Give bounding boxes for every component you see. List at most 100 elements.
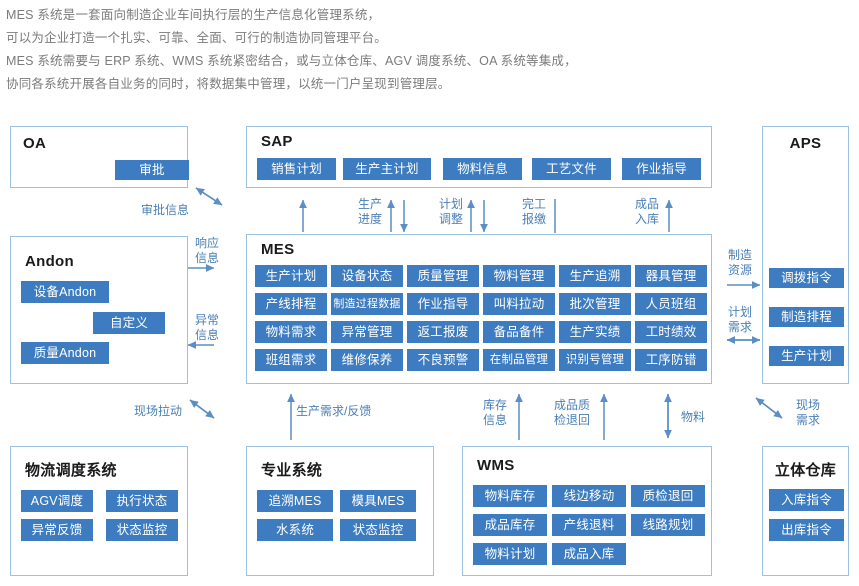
label-stock-info-line1: 库存 (482, 398, 507, 412)
label-site-pull: 现场拉动 (133, 404, 182, 418)
label-fg-inspect-return-line1: 成品质 (553, 398, 590, 412)
chip-mes-20[interactable]: 不良预警 (407, 349, 479, 371)
label-response-info-line1: 响应 (194, 236, 219, 250)
box-aps[interactable]: APS 调拨指令 制造排程 生产计划 (762, 126, 849, 384)
chip-mes-2[interactable]: 质量管理 (407, 265, 479, 287)
label-finished-inbound-line2: 入库 (634, 212, 659, 226)
box-wms-title: WMS (477, 457, 515, 474)
chip-warehouse-1[interactable]: 出库指令 (769, 519, 844, 541)
label-plan-adjust-line1: 计划 (438, 197, 463, 211)
chip-mes-9[interactable]: 叫料拉动 (483, 293, 555, 315)
label-production-progress-line1: 生产 (357, 197, 382, 211)
box-oa-title: OA (23, 135, 47, 152)
box-warehouse[interactable]: 立体仓库 入库指令 出库指令 (762, 446, 849, 576)
chip-mes-3[interactable]: 物料管理 (483, 265, 555, 287)
label-site-demand-line1: 现场 (795, 398, 820, 412)
chip-professional-3[interactable]: 状态监控 (340, 519, 416, 541)
box-professional-title: 专业系统 (261, 462, 323, 479)
chip-logistics-1[interactable]: 执行状态 (106, 490, 178, 512)
box-aps-title: APS (789, 135, 822, 152)
chip-wms-7[interactable]: 成品入库 (552, 543, 626, 565)
label-production-demand-feedback: 生产需求/反馈 (296, 404, 372, 418)
label-fg-inspect-return-line2: 检退回 (553, 413, 590, 427)
chip-aps-2[interactable]: 生产计划 (769, 346, 844, 366)
chip-mes-10[interactable]: 批次管理 (559, 293, 631, 315)
chip-wms-2[interactable]: 质检退回 (631, 485, 705, 507)
box-andon-title: Andon (25, 253, 74, 270)
chip-mes-0[interactable]: 生产计划 (255, 265, 327, 287)
chip-sap-1[interactable]: 生产主计划 (343, 158, 431, 180)
label-finished-inbound-line1: 成品 (634, 197, 659, 211)
chip-logistics-3[interactable]: 状态监控 (106, 519, 178, 541)
label-manufacture-resource-line1: 制造 (727, 248, 752, 262)
box-professional[interactable]: 专业系统 追溯MES 模具MES 水系统 状态监控 (246, 446, 434, 576)
chip-mes-19[interactable]: 维修保养 (331, 349, 403, 371)
chip-mes-4[interactable]: 生产追溯 (559, 265, 631, 287)
chip-wms-5[interactable]: 线路规划 (631, 514, 705, 536)
chip-wms-3[interactable]: 成品库存 (473, 514, 547, 536)
chip-wms-1[interactable]: 线边移动 (552, 485, 626, 507)
box-oa[interactable]: OA 审批 (10, 126, 189, 188)
chip-wms-6[interactable]: 物料计划 (473, 543, 547, 565)
chip-mes-12[interactable]: 物料需求 (255, 321, 327, 343)
chip-wms-4[interactable]: 产线退料 (552, 514, 626, 536)
chip-mes-11[interactable]: 人员班组 (635, 293, 707, 315)
box-mes[interactable]: MES 生产计划 设备状态 质量管理 物料管理 生产追溯 器具管理 产线排程 制… (246, 234, 712, 384)
chip-oa-0[interactable]: 审批 (115, 160, 189, 180)
intro-line-1: MES 系统是一套面向制造企业车间执行层的生产信息化管理系统， (6, 8, 381, 22)
chip-andon-2[interactable]: 质量Andon (21, 342, 109, 364)
label-plan-demand-line1: 计划 (727, 305, 752, 319)
label-stock-info-line2: 信息 (482, 413, 507, 427)
chip-andon-1[interactable]: 自定义 (93, 312, 165, 334)
chip-mes-22[interactable]: 识别号管理 (559, 349, 631, 371)
box-warehouse-title: 立体仓库 (774, 462, 837, 479)
label-production-progress-line2: 进度 (357, 212, 382, 226)
chip-mes-21[interactable]: 在制品管理 (483, 349, 555, 371)
chip-mes-6[interactable]: 产线排程 (255, 293, 327, 315)
chip-mes-17[interactable]: 工时绩效 (635, 321, 707, 343)
intro-line-4: 协同各系统开展各自业务的同时，将数据集中管理，以统一门户呈现到管理层。 (6, 77, 451, 91)
chip-mes-14[interactable]: 返工报废 (407, 321, 479, 343)
chip-sap-4[interactable]: 作业指导 (622, 158, 701, 180)
box-logistics[interactable]: 物流调度系统 AGV调度 执行状态 异常反馈 状态监控 (10, 446, 188, 576)
label-plan-adjust-line2: 调整 (438, 212, 463, 226)
chip-aps-0[interactable]: 调拨指令 (769, 268, 844, 288)
label-site-demand-line2: 需求 (795, 413, 820, 427)
label-material: 物料 (680, 410, 705, 424)
box-sap[interactable]: SAP 销售计划 生产主计划 物料信息 工艺文件 作业指导 (246, 126, 712, 188)
label-finish-report-line2: 报缴 (521, 212, 546, 226)
label-abnormal-info-line1: 异常 (194, 313, 219, 327)
chip-sap-2[interactable]: 物料信息 (443, 158, 522, 180)
chip-aps-1[interactable]: 制造排程 (769, 307, 844, 327)
label-abnormal-info-line2: 信息 (194, 328, 219, 342)
chip-sap-0[interactable]: 销售计划 (257, 158, 336, 180)
box-sap-title: SAP (261, 133, 293, 150)
chip-professional-1[interactable]: 模具MES (340, 490, 416, 512)
label-response-info-line2: 信息 (194, 251, 219, 265)
intro-line-2: 可以为企业打造一个扎实、可靠、全面、可行的制造协同管理平台。 (6, 31, 388, 45)
chip-logistics-0[interactable]: AGV调度 (21, 490, 93, 512)
chip-sap-3[interactable]: 工艺文件 (532, 158, 611, 180)
label-plan-demand-line2: 需求 (727, 320, 752, 334)
chip-andon-0[interactable]: 设备Andon (21, 281, 109, 303)
chip-mes-1[interactable]: 设备状态 (331, 265, 403, 287)
chip-professional-2[interactable]: 水系统 (257, 519, 333, 541)
box-wms[interactable]: WMS 物料库存 线边移动 质检退回 成品库存 产线退料 线路规划 物料计划 成… (462, 446, 712, 576)
label-manufacture-resource-line2: 资源 (727, 263, 752, 277)
intro-paragraph: MES 系统是一套面向制造企业车间执行层的生产信息化管理系统， 可以为企业打造一… (6, 4, 856, 96)
chip-mes-13[interactable]: 异常管理 (331, 321, 403, 343)
chip-professional-0[interactable]: 追溯MES (257, 490, 333, 512)
chip-mes-15[interactable]: 备品备件 (483, 321, 555, 343)
box-andon[interactable]: Andon 设备Andon 自定义 质量Andon (10, 236, 188, 384)
chip-logistics-2[interactable]: 异常反馈 (21, 519, 93, 541)
chip-mes-7[interactable]: 制造过程数据 (331, 293, 403, 315)
chip-mes-18[interactable]: 班组需求 (255, 349, 327, 371)
chip-mes-8[interactable]: 作业指导 (407, 293, 479, 315)
chip-mes-23[interactable]: 工序防错 (635, 349, 707, 371)
label-finish-report-line1: 完工 (521, 197, 546, 211)
chip-mes-5[interactable]: 器具管理 (635, 265, 707, 287)
chip-mes-16[interactable]: 生产实绩 (559, 321, 631, 343)
chip-wms-0[interactable]: 物料库存 (473, 485, 547, 507)
chip-warehouse-0[interactable]: 入库指令 (769, 489, 844, 511)
